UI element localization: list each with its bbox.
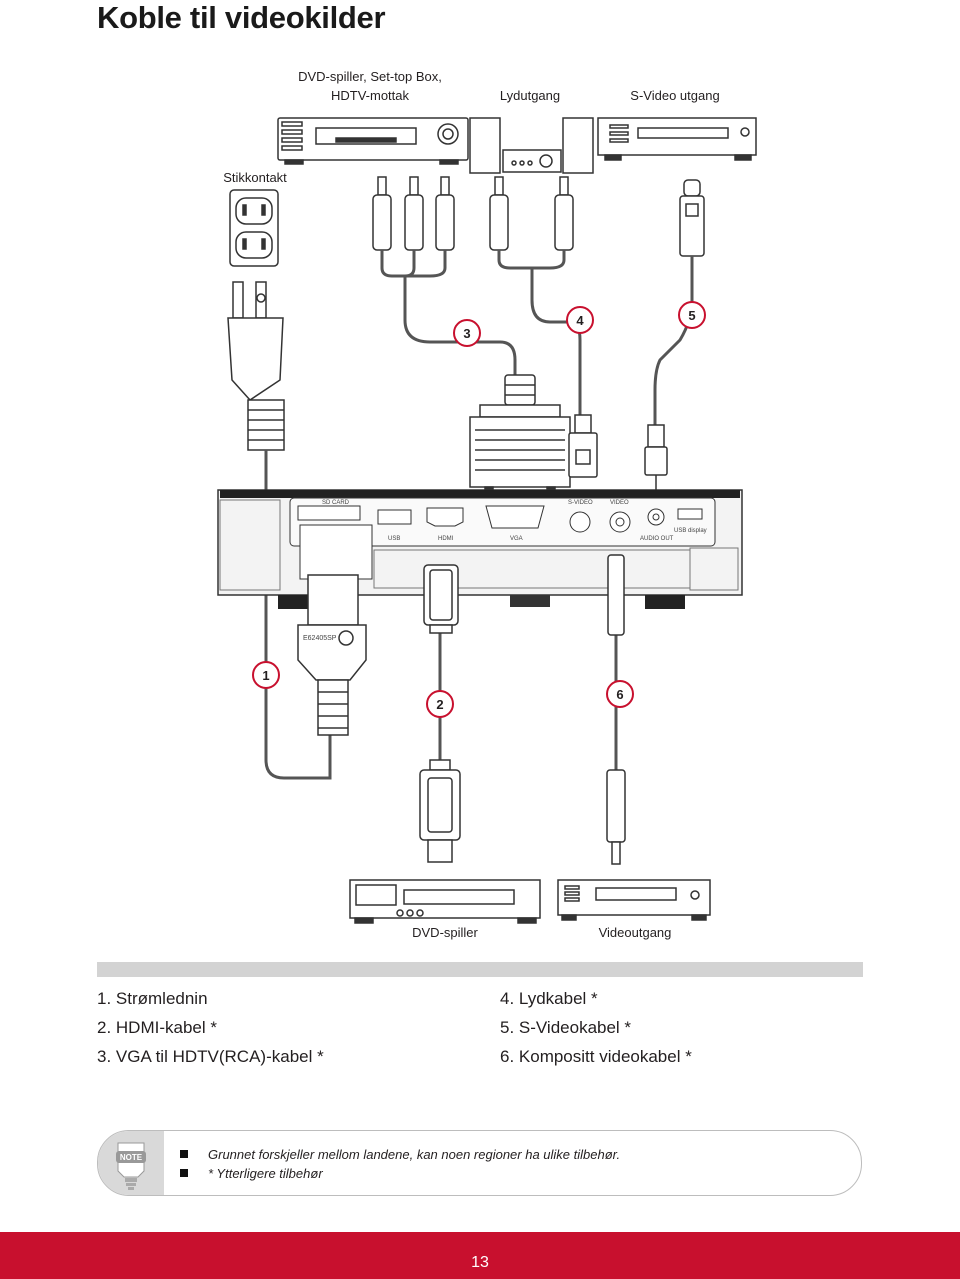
port-label-sd-card: SD CARD bbox=[322, 500, 350, 506]
rca-plug-icon bbox=[435, 176, 455, 251]
callout-5-text: 5 bbox=[688, 308, 695, 323]
list-item: 3. VGA til HDTV(RCA)-kabel * bbox=[97, 1047, 324, 1066]
note-lightbulb-icon: NOTE bbox=[116, 1142, 146, 1190]
label-dvd-player: DVD-spiller bbox=[412, 925, 478, 940]
svideo-plug-projector-icon bbox=[568, 414, 598, 478]
callout-2-text: 2 bbox=[436, 697, 443, 712]
callout-1-text: 1 bbox=[262, 668, 269, 683]
list-item: 2. HDMI-kabel * bbox=[97, 1018, 217, 1037]
section-divider bbox=[97, 962, 863, 977]
connection-diagram: SD CARD USB HDMI VGA S-VIDEO VIDEO AUDIO… bbox=[217, 117, 757, 924]
callout-4: 4 bbox=[566, 306, 594, 334]
cable-list-right: 4. Lydkabel * 5. S-Videokabel * 6. Kompo… bbox=[500, 984, 692, 1071]
port-label-usb: USB bbox=[388, 536, 400, 542]
callout-2: 2 bbox=[426, 690, 454, 718]
label-dvd-stb: DVD-spiller, Set-top Box, HDTV-mottak bbox=[290, 67, 450, 105]
plug-label: E62405SP bbox=[303, 635, 337, 642]
label-svideo-out: S-Video utgang bbox=[630, 88, 720, 103]
page-footer bbox=[0, 1232, 960, 1279]
callout-1: 1 bbox=[252, 661, 280, 689]
port-label-hdmi: HDMI bbox=[438, 536, 454, 542]
note-items: Grunnet forskjeller mellom landene, kan … bbox=[178, 1145, 620, 1183]
power-connector-icon bbox=[297, 574, 367, 736]
note-item: * Ytterligere tilbehør bbox=[178, 1164, 620, 1183]
callout-5: 5 bbox=[678, 301, 706, 329]
port-label-video: VIDEO bbox=[610, 500, 629, 506]
vga-connector-icon bbox=[469, 374, 571, 496]
power-plug-icon bbox=[227, 281, 285, 451]
rca-plugs-group bbox=[372, 176, 705, 257]
callout-6: 6 bbox=[606, 680, 634, 708]
rca-plug-icon bbox=[372, 176, 392, 251]
list-item: 1. Strømlednin bbox=[97, 989, 208, 1008]
dvd-player-icon bbox=[349, 879, 541, 924]
port-label-vga: VGA bbox=[510, 536, 523, 542]
svideo-plug-icon bbox=[679, 179, 705, 257]
dvd-settop-box-icon bbox=[277, 117, 469, 165]
note-box: NOTE Grunnet forskjeller mellom landene,… bbox=[97, 1130, 862, 1196]
video-output-device-icon bbox=[557, 879, 711, 921]
hdmi-plug-bottom-icon bbox=[419, 759, 461, 863]
composite-plug-top-icon bbox=[607, 554, 625, 636]
note-panel: NOTE bbox=[98, 1131, 164, 1195]
page-number: 13 bbox=[471, 1254, 489, 1271]
port-label-usb-display: USB display bbox=[674, 528, 707, 534]
svideo-device-icon bbox=[597, 117, 757, 161]
callout-4-text: 4 bbox=[576, 313, 584, 328]
list-item: 4. Lydkabel * bbox=[500, 989, 598, 1008]
callout-3: 3 bbox=[453, 319, 481, 347]
note-badge-text: NOTE bbox=[120, 1153, 143, 1162]
note-item: Grunnet forskjeller mellom landene, kan … bbox=[178, 1145, 620, 1164]
callout-6-text: 6 bbox=[616, 687, 623, 702]
audio-speakers-icon bbox=[469, 117, 594, 174]
rca-plug-icon bbox=[554, 176, 574, 251]
list-item: 6. Kompositt videokabel * bbox=[500, 1047, 692, 1066]
cable-list-left: 1. Strømlednin 2. HDMI-kabel * 3. VGA ti… bbox=[97, 984, 324, 1071]
rca-plug-icon bbox=[489, 176, 509, 251]
label-outlet: Stikkontakt bbox=[223, 170, 287, 185]
label-video-out: Videoutgang bbox=[598, 925, 672, 940]
callout-3-text: 3 bbox=[463, 326, 470, 341]
port-label-svideo: S-VIDEO bbox=[568, 500, 593, 506]
rca-plug-icon bbox=[404, 176, 424, 251]
label-dvd-stb-line2: HDTV-mottak bbox=[330, 88, 409, 103]
label-dvd-stb-line1: DVD-spiller, Set-top Box, bbox=[298, 69, 442, 84]
port-label-audio-out: AUDIO OUT bbox=[640, 536, 674, 542]
hdmi-plug-top-icon bbox=[423, 564, 459, 634]
page-title: Koble til videokilder bbox=[97, 0, 386, 35]
audio-jack-icon bbox=[644, 424, 668, 498]
list-item: 5. S-Videokabel * bbox=[500, 1018, 632, 1037]
label-audio-out: Lydutgang bbox=[499, 88, 561, 103]
wall-outlet-icon bbox=[229, 189, 279, 267]
composite-plug-bottom-icon bbox=[606, 769, 626, 865]
projector-rear-panel bbox=[217, 489, 743, 609]
